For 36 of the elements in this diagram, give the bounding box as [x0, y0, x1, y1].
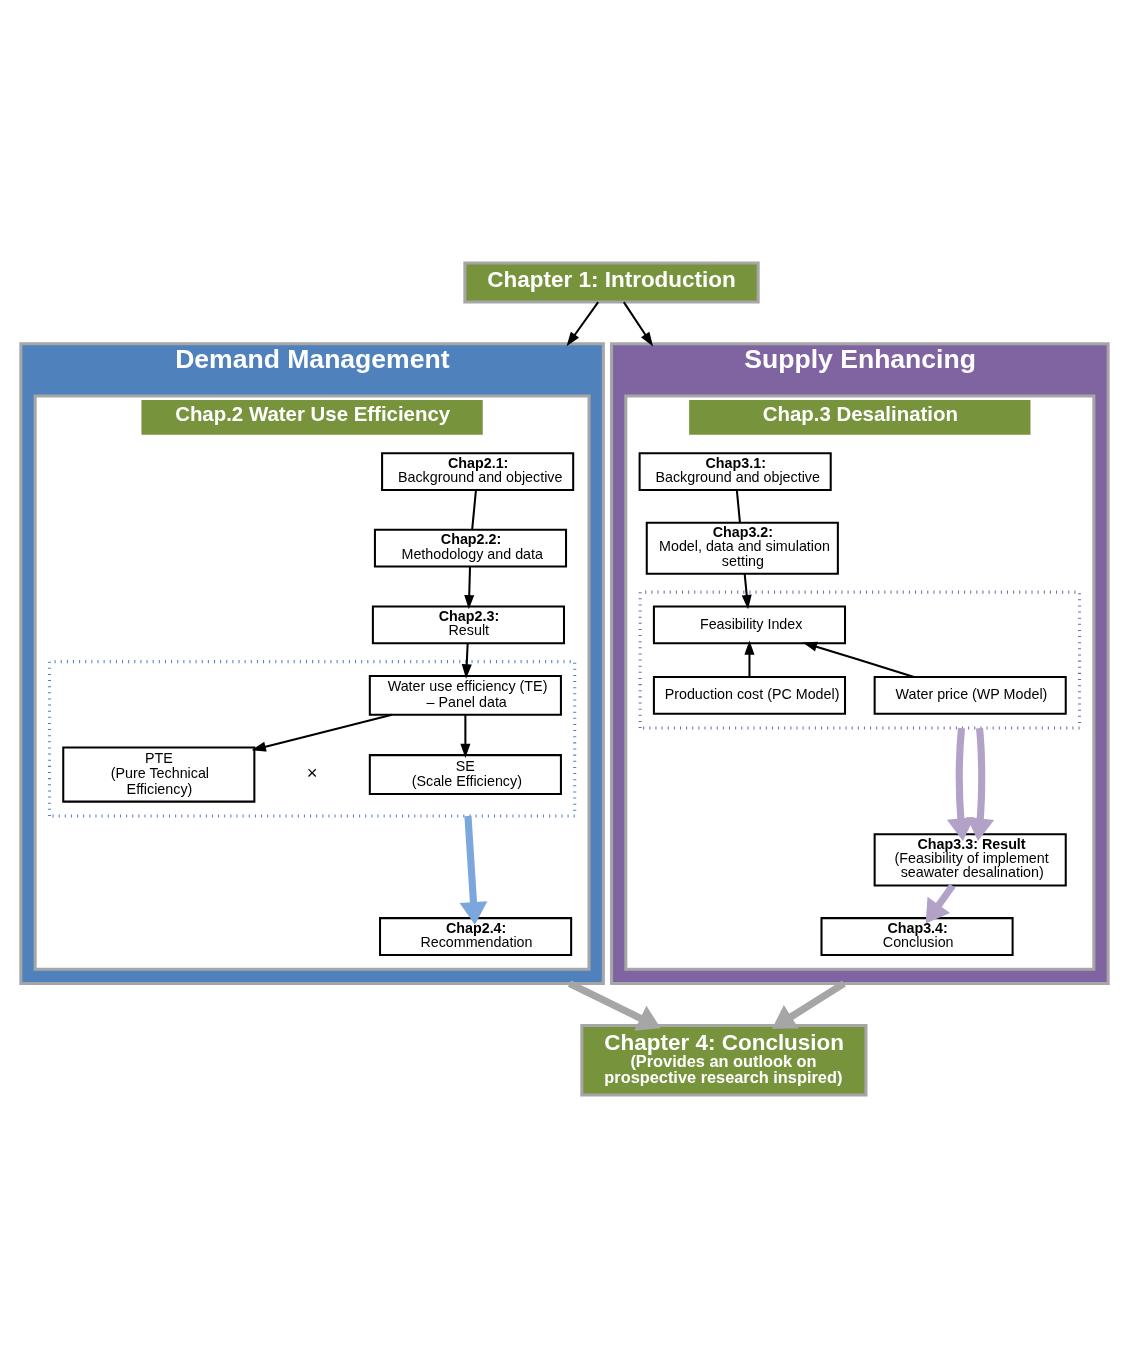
node-box: Chap3.1: Background and objective [638, 452, 832, 491]
node-box: PTE (Pure Technical Efficiency) [62, 746, 256, 803]
node-box: Water price (WP Model) [873, 675, 1067, 715]
arrow [566, 301, 599, 347]
arrow [460, 715, 471, 759]
arrow [966, 727, 995, 841]
node-box: Chap2.3: Result [371, 605, 565, 645]
arrow [946, 727, 975, 842]
node-box: Chap3.3: Result (Feasibility of implement seawater desalination) [873, 833, 1067, 887]
node-box: Chap2.4: Recommendation [379, 917, 573, 956]
arrow [459, 815, 488, 925]
arrow [744, 640, 755, 677]
node-box: Chapter 4: Conclusion (Provides an outlook on prospective research inspired) [580, 1023, 868, 1097]
arrow [567, 980, 661, 1031]
node-box: Feasibility Index [652, 605, 847, 645]
arrow [925, 883, 956, 924]
node-box: Chapter 1: Introduction [463, 261, 760, 304]
arrow [741, 573, 752, 610]
node-box: Chap2.1: Background and objective [381, 452, 575, 491]
connector [471, 490, 477, 530]
arrow [251, 713, 393, 752]
arrow [461, 643, 472, 679]
node-box: SE (Scale Efficiency) [368, 754, 562, 795]
arrow [464, 566, 475, 610]
cluster [47, 660, 577, 818]
arrow [622, 301, 654, 347]
node-box: Water use efficiency (TE) – Panel data [368, 674, 562, 716]
connector [735, 490, 741, 523]
cluster [638, 590, 1082, 730]
node-box: Chap3.2: Model, data and simulation setting [645, 521, 839, 575]
node-box: Chap2.2: Methodology and data [373, 528, 568, 568]
label: × [306, 762, 318, 784]
arrow [802, 641, 915, 678]
node-box: Chap3.4: Conclusion [820, 917, 1014, 956]
arrow [772, 980, 846, 1029]
node-box: Production cost (PC Model) [652, 675, 847, 715]
